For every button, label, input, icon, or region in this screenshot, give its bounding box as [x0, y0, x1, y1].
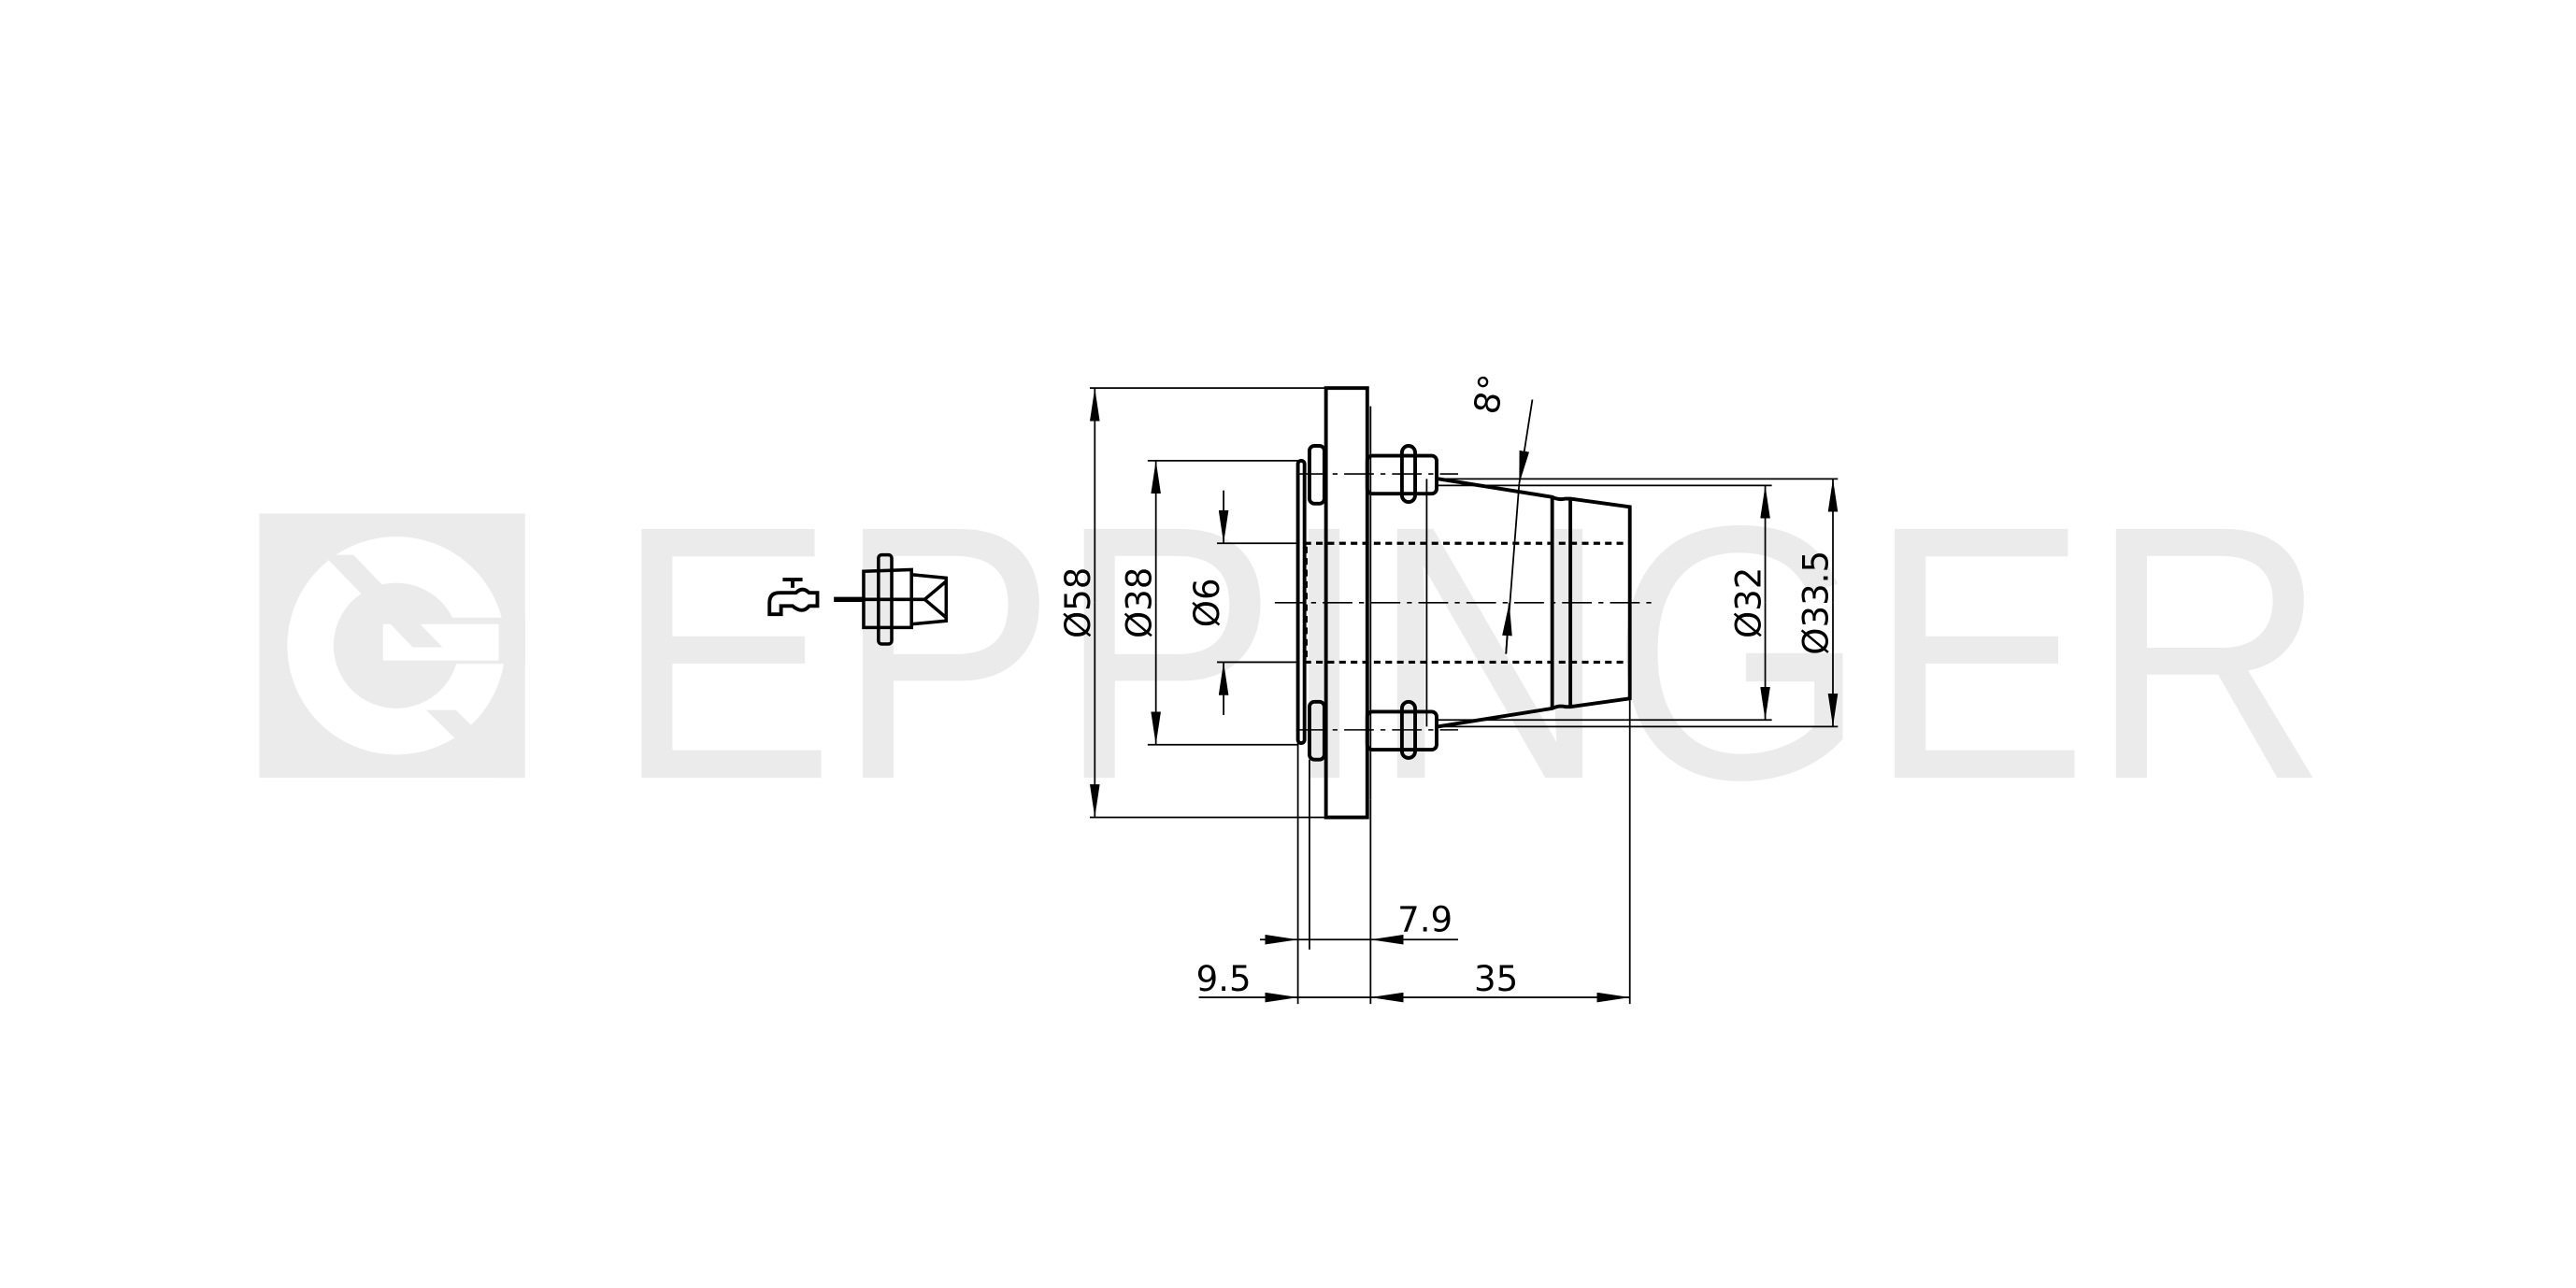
dim-d33-5: Ø33.5: [1796, 551, 1837, 655]
water-tap-icon: [767, 578, 820, 617]
dim-d58: Ø58: [1058, 567, 1098, 638]
dim-d6: Ø6: [1187, 578, 1227, 627]
eppinger-logo-icon: [259, 513, 525, 779]
bolt-head-top: [1308, 444, 1326, 506]
bolt-head-bottom: [1308, 699, 1326, 762]
watermark-brand-text: EPPINGER: [614, 451, 2328, 854]
dimensions: Ø58 Ø38 Ø6 Ø32 Ø33.5 8°: [1058, 371, 1839, 1005]
collet-holder-part: [1274, 386, 1652, 820]
eppinger-watermark: EPPINGER: [259, 451, 2328, 854]
dim-angle: 8°: [1467, 371, 1513, 417]
dim-9-5: 9.5: [1196, 959, 1252, 999]
dim-7-9: 7.9: [1397, 899, 1453, 939]
dim-d38: Ø38: [1119, 567, 1159, 638]
collet-holder-icon: [862, 552, 949, 646]
dim-35: 35: [1474, 959, 1518, 999]
back-plate: [1295, 458, 1307, 745]
dim-d32: Ø32: [1728, 567, 1768, 638]
